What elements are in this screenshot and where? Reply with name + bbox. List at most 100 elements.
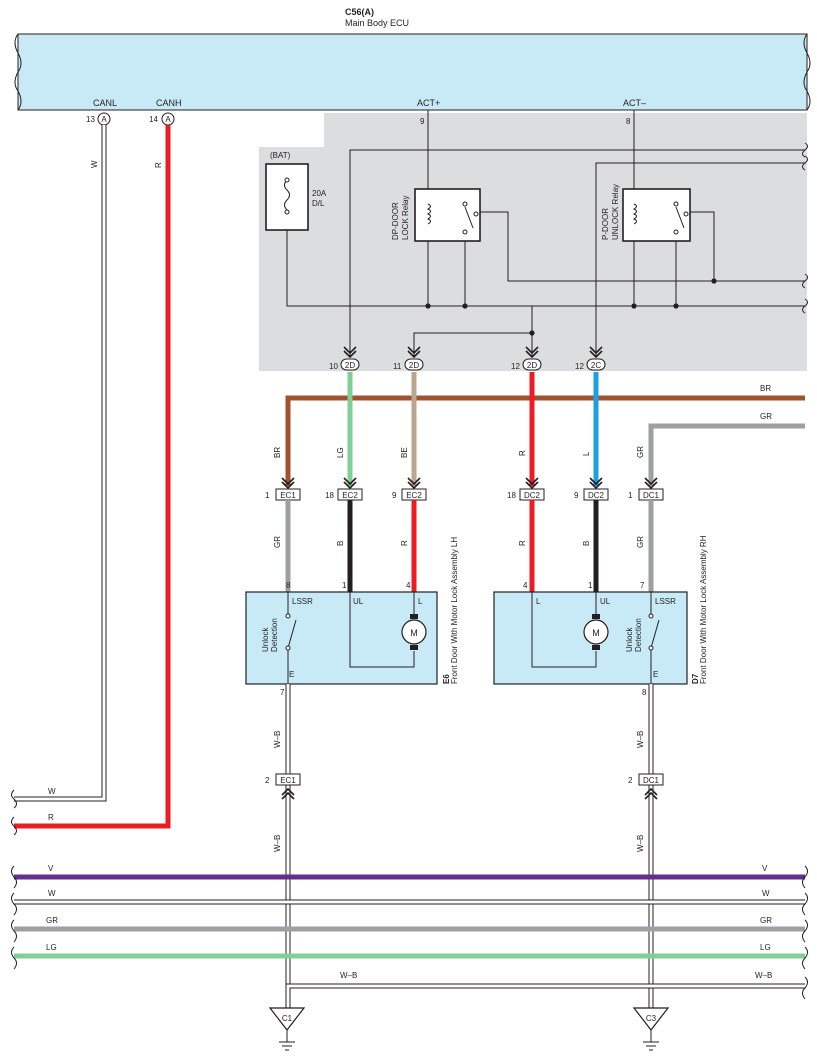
right-door-pin-e: 8 bbox=[642, 688, 647, 697]
right-door-term-lssr: LSSR bbox=[655, 597, 676, 606]
ground-c1: C1 bbox=[268, 1007, 306, 1051]
ecu-pin-actp-label: ACT+ bbox=[417, 98, 440, 108]
right-door-pin-ul: 1 bbox=[588, 581, 593, 590]
left-door-pin-l: 4 bbox=[406, 581, 411, 590]
connector-ec1-top: 1 EC1 bbox=[265, 488, 301, 501]
wire-bus-wb-label-right: W–B bbox=[755, 971, 772, 980]
left-door-assembly: 8 1 4 LSSR UL L E Unlock Detection M E6 … bbox=[245, 537, 459, 685]
wire-canl-label-bottom: W bbox=[48, 787, 56, 796]
wire-br-label-vertical: BR bbox=[273, 447, 282, 458]
connector-dc1-top: 1 DC1 bbox=[628, 488, 664, 501]
wire-canl-label: W bbox=[90, 160, 99, 168]
connector-ec2a-label: EC2 bbox=[342, 491, 358, 500]
connector-ec1-bottom: 2 EC1 bbox=[265, 773, 301, 800]
jb-pin-4: 12 2C bbox=[575, 346, 606, 371]
wire-be-label: BE bbox=[400, 447, 409, 458]
jb-pin-4-num: 12 bbox=[575, 362, 584, 371]
left-door-pin-ul: 1 bbox=[342, 581, 347, 590]
right-door-code: D7 bbox=[691, 673, 700, 684]
connector-dc2a-pin: 18 bbox=[507, 491, 516, 500]
fuse-rating: 20A bbox=[312, 189, 327, 198]
connector-dc1-bottom-label: DC1 bbox=[643, 776, 660, 785]
ground-c1-label: C1 bbox=[282, 1014, 293, 1023]
right-door-term-ul: UL bbox=[600, 597, 611, 606]
connector-ec1-pin: 1 bbox=[265, 491, 270, 500]
wire-canh-r bbox=[14, 125, 171, 829]
wire-gr-right-label: GR bbox=[760, 412, 772, 421]
connector-chevrons bbox=[281, 477, 658, 490]
connector-dc1-label: DC1 bbox=[643, 491, 660, 500]
wire-bus-gr-label-right: GR bbox=[760, 916, 772, 925]
wire-gr-left-door-label: GR bbox=[273, 536, 282, 548]
connector-ec1-bottom-label: EC1 bbox=[280, 776, 296, 785]
ecu-pin-canl-label: CANL bbox=[93, 98, 117, 108]
jb-pin-3: 12 2D bbox=[511, 346, 542, 371]
ground-c3-label: C3 bbox=[646, 1014, 657, 1023]
ecu-pin-actm-label: ACT– bbox=[623, 98, 646, 108]
ecu-pin-canl-num: 13 bbox=[86, 115, 95, 124]
wire-gr-right-door-label: GR bbox=[636, 536, 645, 548]
wire-bus-lg-label-left: LG bbox=[46, 943, 57, 952]
right-door-assembly: 4 1 7 L UL LSSR E Unlock Detection M D7 … bbox=[493, 535, 708, 685]
wire-l-label: L bbox=[582, 451, 591, 456]
wire-bus-v-label-left: V bbox=[48, 864, 54, 873]
wire-bus-lg-label-right: LG bbox=[760, 943, 771, 952]
wire-gr-right bbox=[648, 423, 805, 486]
fuse: (BAT) 20A D/L bbox=[265, 151, 327, 231]
left-door-code: E6 bbox=[442, 674, 451, 684]
fuse-name: D/L bbox=[312, 199, 325, 208]
jb-pin-2-conn: 2D bbox=[409, 361, 419, 370]
wire-bus-wb-label-left: W–B bbox=[340, 971, 357, 980]
right-door-switch-line2: Detection bbox=[634, 618, 643, 652]
connector-ec2a-pin: 18 bbox=[325, 491, 334, 500]
left-door-term-ul: UL bbox=[353, 597, 364, 606]
right-door-term-l: L bbox=[536, 597, 541, 606]
right-door-motor: M bbox=[592, 628, 600, 638]
connector-ec2-b: 9 EC2 bbox=[392, 488, 427, 501]
left-break-marks bbox=[11, 789, 17, 836]
ecu-pin-canl-conn: A bbox=[101, 115, 107, 124]
connector-dc1-bottom-pin: 2 bbox=[628, 776, 633, 785]
wire-bus-w-label-right: W bbox=[762, 889, 770, 898]
wire-wb-right-label: W–B bbox=[636, 731, 645, 748]
connector-ec1-bottom-pin: 2 bbox=[265, 776, 270, 785]
wire-canl-w bbox=[14, 125, 107, 802]
right-door-pin-lssr: 7 bbox=[640, 581, 645, 590]
jb-pin-4-conn: 2C bbox=[591, 361, 601, 370]
wire-br-label: BR bbox=[760, 384, 771, 393]
connector-dc1-pin: 1 bbox=[628, 491, 633, 500]
connector-dc1-bottom: 2 DC1 bbox=[628, 773, 664, 800]
jb-pin-2: 11 2D bbox=[393, 346, 424, 371]
wire-canh-label-bottom: R bbox=[48, 813, 54, 822]
unlock-relay-name-1: P-DOOR bbox=[601, 208, 610, 240]
left-door-switch-line1: Unlock bbox=[261, 627, 270, 652]
ecu-pin-actm-num: 8 bbox=[626, 117, 631, 126]
wire-gr-right-label-vertical: GR bbox=[636, 446, 645, 458]
connector-dc2-a: 18 DC2 bbox=[507, 488, 545, 501]
jb-pin-2-num: 11 bbox=[393, 362, 402, 371]
fuse-source: (BAT) bbox=[270, 151, 291, 160]
jb-pin-3-num: 12 bbox=[511, 362, 520, 371]
left-door-name: Front Door With Motor Lock Assembly LH bbox=[450, 537, 459, 684]
ecu-pin-canh: 14 A bbox=[149, 112, 175, 126]
jb-pin-1-conn: 2D bbox=[345, 361, 355, 370]
wire-bus-gr-label-left: GR bbox=[46, 916, 58, 925]
lock-relay-name-2: LOCK Relay bbox=[401, 196, 410, 240]
wire-r-right-door-label: R bbox=[518, 540, 527, 546]
connector-dc2a-label: DC2 bbox=[524, 491, 541, 500]
connector-dc2b-label: DC2 bbox=[588, 491, 605, 500]
wire-r-mid-label: R bbox=[518, 450, 527, 456]
lock-relay-name-1: DP-DOOR bbox=[391, 202, 400, 240]
ecu-block: C56(A) Main Body ECU CANL CANH ACT+ ACT– bbox=[14, 7, 811, 111]
connector-ec2b-pin: 9 bbox=[392, 491, 397, 500]
wire-b-right-door-label: B bbox=[582, 541, 591, 546]
connector-dc2b-pin: 9 bbox=[574, 491, 579, 500]
connector-ec2-a: 18 EC2 bbox=[325, 488, 363, 501]
unlock-relay: P-DOOR UNLOCK Relay bbox=[601, 184, 691, 242]
connector-ec1-label: EC1 bbox=[280, 491, 296, 500]
left-door-pin-e: 7 bbox=[280, 688, 285, 697]
connector-dc2-b: 9 DC2 bbox=[574, 488, 609, 501]
right-door-term-e: E bbox=[653, 670, 658, 679]
ground-c3: C3 bbox=[632, 1007, 670, 1051]
ecu-pin-canh-conn: A bbox=[165, 115, 171, 124]
